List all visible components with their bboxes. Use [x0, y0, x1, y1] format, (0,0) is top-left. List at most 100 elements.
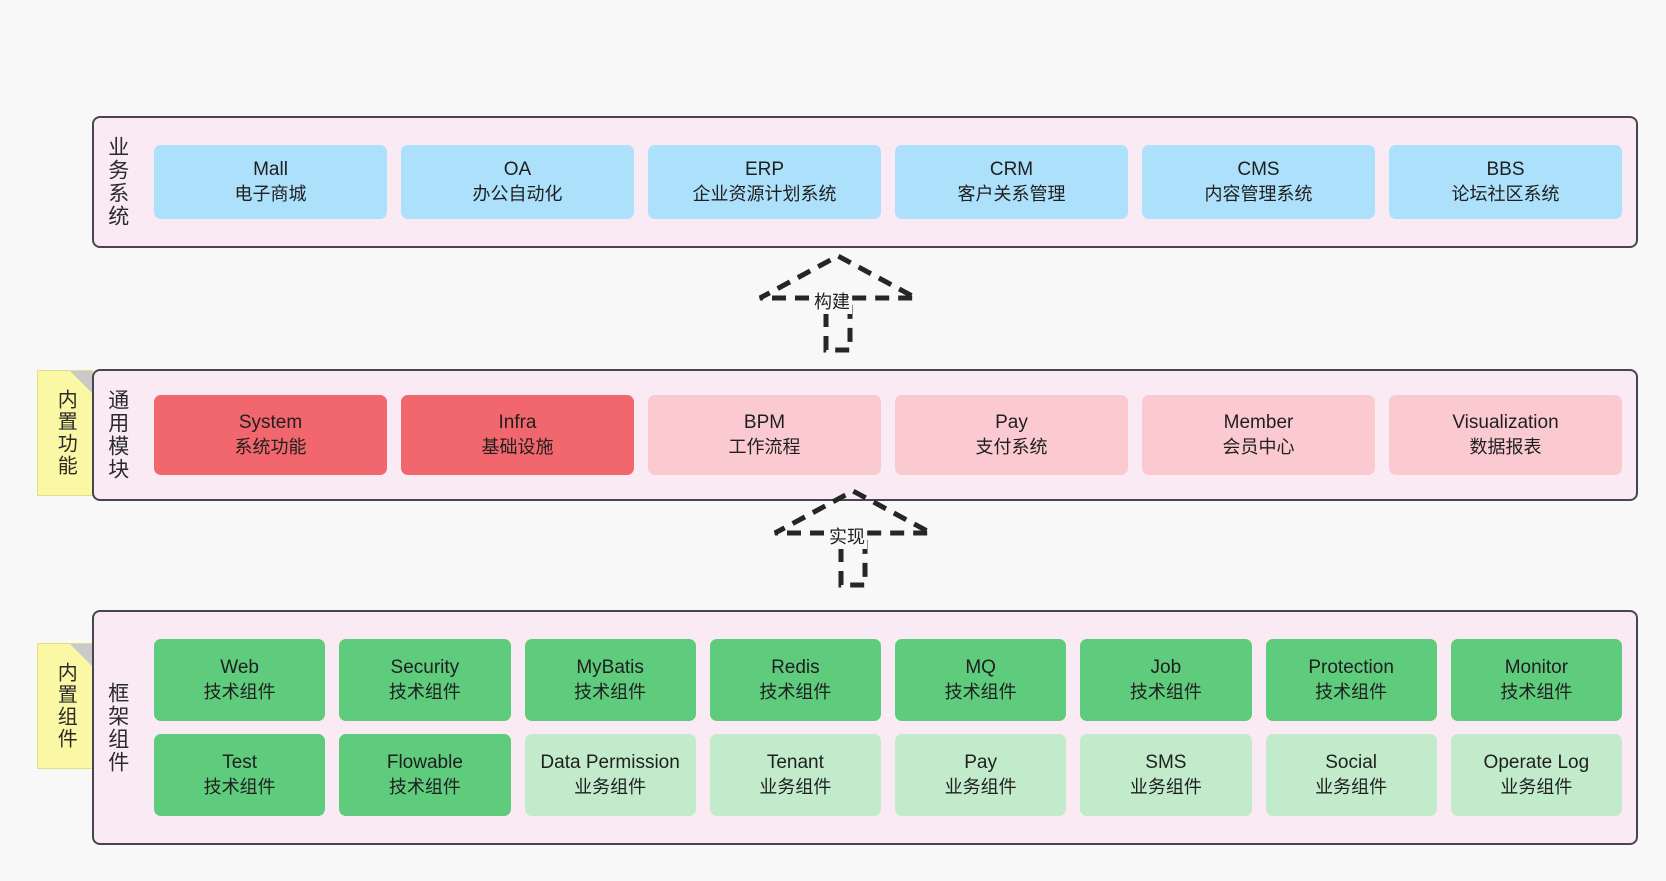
card-subtitle: 技术组件 — [759, 681, 832, 702]
connector-implement: 实现 — [753, 485, 953, 595]
common-card-row: System 系统功能 Infra 基础设施 BPM 工作流程 Pay 支付系统… — [154, 395, 1622, 475]
card-security[interactable]: Security 技术组件 — [339, 639, 511, 721]
card-title: Operate Log — [1483, 752, 1590, 774]
card-subtitle: 办公自动化 — [472, 183, 563, 204]
card-subtitle: 技术组件 — [574, 681, 647, 702]
card-title: Mall — [253, 159, 288, 181]
card-title: Flowable — [386, 752, 463, 774]
card-title: Job — [1150, 657, 1182, 679]
card-subtitle: 技术组件 — [388, 776, 461, 797]
card-subtitle: 业务组件 — [1315, 776, 1388, 797]
card-title: Visualization — [1452, 412, 1559, 434]
card-subtitle: 业务组件 — [759, 776, 832, 797]
card-visualization[interactable]: Visualization 数据报表 — [1389, 395, 1622, 475]
card-title: Social — [1325, 752, 1377, 774]
framework-mixed-row: Test 技术组件 Flowable 技术组件 Data Permission … — [154, 734, 1622, 816]
card-title: MyBatis — [576, 657, 644, 679]
framework-layer-panel: 框架组件 Web 技术组件 Security 技术组件 MyBatis 技术组件… — [92, 610, 1638, 845]
card-subtitle: 技术组件 — [1500, 681, 1573, 702]
card-job[interactable]: Job 技术组件 — [1080, 639, 1252, 721]
card-mq[interactable]: MQ 技术组件 — [895, 639, 1067, 721]
card-operate-log[interactable]: Operate Log 业务组件 — [1450, 734, 1622, 816]
card-title: Member — [1223, 412, 1294, 434]
connector-build-label: 构建 — [812, 288, 852, 314]
card-mall[interactable]: Mall 电子商城 — [154, 145, 387, 219]
card-subtitle: 业务组件 — [1500, 776, 1573, 797]
card-title: SMS — [1145, 752, 1187, 774]
business-layer-panel: 业务系统 Mall 电子商城 OA 办公自动化 ERP 企业资源计划系统 CRM… — [92, 116, 1638, 248]
card-title: BBS — [1486, 159, 1525, 181]
card-subtitle: 基础设施 — [481, 436, 554, 457]
sticky-note-builtin-components: 内置组件 — [37, 643, 93, 769]
card-flowable[interactable]: Flowable 技术组件 — [339, 734, 511, 816]
card-subtitle: 数据报表 — [1469, 436, 1542, 457]
card-data-permission[interactable]: Data Permission 业务组件 — [524, 734, 696, 816]
card-subtitle: 技术组件 — [203, 681, 276, 702]
connector-build: 构建 — [738, 250, 938, 360]
card-subtitle: 系统功能 — [234, 436, 307, 457]
card-title: Pay — [995, 412, 1028, 434]
common-module-layer-panel: 通用模块 System 系统功能 Infra 基础设施 BPM 工作流程 Pay… — [92, 369, 1638, 501]
card-title: Monitor — [1504, 657, 1569, 679]
card-title: BPM — [743, 412, 786, 434]
card-infra[interactable]: Infra 基础设施 — [401, 395, 634, 475]
card-redis[interactable]: Redis 技术组件 — [709, 639, 881, 721]
card-subtitle: 会员中心 — [1222, 436, 1295, 457]
card-title: ERP — [744, 159, 785, 181]
card-title: Security — [390, 657, 460, 679]
card-oa[interactable]: OA 办公自动化 — [401, 145, 634, 219]
card-subtitle: 论坛社区系统 — [1451, 183, 1560, 204]
card-mybatis[interactable]: MyBatis 技术组件 — [524, 639, 696, 721]
framework-layer-label: 框架组件 — [105, 681, 129, 774]
card-web[interactable]: Web 技术组件 — [154, 639, 326, 721]
card-subtitle: 技术组件 — [1315, 681, 1388, 702]
card-pay-business[interactable]: Pay 业务组件 — [895, 734, 1067, 816]
sticky-note-label: 内置组件 — [54, 662, 77, 750]
card-subtitle: 工作流程 — [728, 436, 801, 457]
card-protection[interactable]: Protection 技术组件 — [1265, 639, 1437, 721]
card-system[interactable]: System 系统功能 — [154, 395, 387, 475]
card-member[interactable]: Member 会员中心 — [1142, 395, 1375, 475]
card-title: Infra — [498, 412, 537, 434]
build-arrow-icon — [758, 253, 918, 353]
implement-arrow-icon — [773, 488, 933, 588]
card-subtitle: 技术组件 — [388, 681, 461, 702]
card-erp[interactable]: ERP 企业资源计划系统 — [648, 145, 881, 219]
business-layer-label: 业务系统 — [105, 136, 129, 228]
card-test[interactable]: Test 技术组件 — [154, 734, 326, 816]
card-crm[interactable]: CRM 客户关系管理 — [895, 145, 1128, 219]
sticky-note-label: 内置功能 — [54, 389, 77, 477]
card-subtitle: 电子商城 — [234, 183, 307, 204]
card-tenant[interactable]: Tenant 业务组件 — [709, 734, 881, 816]
business-card-row: Mall 电子商城 OA 办公自动化 ERP 企业资源计划系统 CRM 客户关系… — [154, 145, 1622, 219]
card-title: Test — [222, 752, 258, 774]
common-layer-body: System 系统功能 Infra 基础设施 BPM 工作流程 Pay 支付系统… — [140, 371, 1636, 499]
card-cms[interactable]: CMS 内容管理系统 — [1142, 145, 1375, 219]
sticky-note-builtin-features: 内置功能 — [37, 370, 93, 496]
card-title: Pay — [964, 752, 997, 774]
card-subtitle: 技术组件 — [944, 681, 1017, 702]
card-monitor[interactable]: Monitor 技术组件 — [1450, 639, 1622, 721]
card-social[interactable]: Social 业务组件 — [1265, 734, 1437, 816]
card-title: System — [238, 412, 303, 434]
common-layer-label: 通用模块 — [105, 389, 129, 481]
card-bbs[interactable]: BBS 论坛社区系统 — [1389, 145, 1622, 219]
card-title: Web — [220, 657, 259, 679]
card-subtitle: 业务组件 — [574, 776, 647, 797]
card-bpm[interactable]: BPM 工作流程 — [648, 395, 881, 475]
connector-implement-label: 实现 — [827, 523, 867, 549]
card-title: OA — [503, 159, 532, 181]
framework-tech-row: Web 技术组件 Security 技术组件 MyBatis 技术组件 Redi… — [154, 639, 1622, 721]
framework-layer-body: Web 技术组件 Security 技术组件 MyBatis 技术组件 Redi… — [140, 612, 1636, 843]
card-title: Data Permission — [540, 752, 680, 774]
card-subtitle: 技术组件 — [203, 776, 276, 797]
card-title: Redis — [771, 657, 820, 679]
card-sms[interactable]: SMS 业务组件 — [1080, 734, 1252, 816]
card-pay[interactable]: Pay 支付系统 — [895, 395, 1128, 475]
card-title: CMS — [1237, 159, 1280, 181]
card-subtitle: 内容管理系统 — [1204, 183, 1313, 204]
card-title: MQ — [965, 657, 996, 679]
card-subtitle: 支付系统 — [975, 436, 1048, 457]
card-subtitle: 企业资源计划系统 — [692, 183, 837, 204]
